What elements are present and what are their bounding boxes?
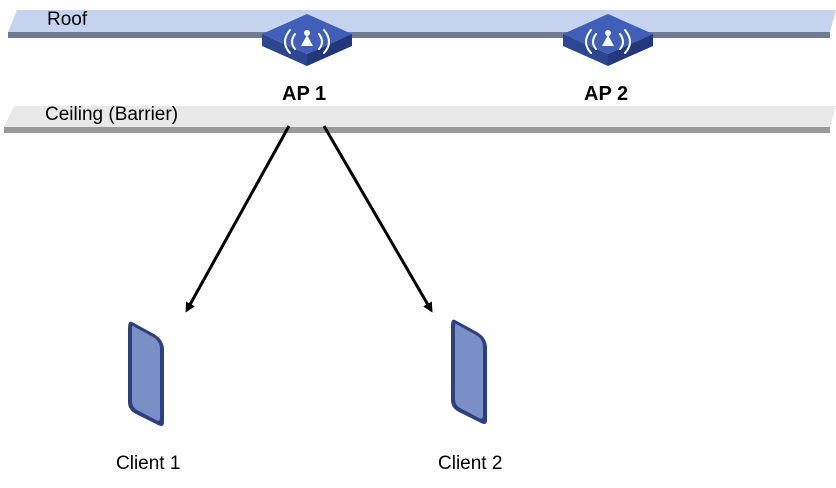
wireless-access-point-icon bbox=[563, 14, 653, 66]
ap2-device[interactable] bbox=[563, 14, 653, 66]
signal-arrow-client1 bbox=[185, 125, 291, 313]
ceiling-label: Ceiling (Barrier) bbox=[45, 104, 179, 125]
client1-label: Client 1 bbox=[116, 453, 181, 474]
ap1-device[interactable] bbox=[262, 14, 352, 66]
smartphone-icon bbox=[451, 319, 487, 424]
ceiling-plane bbox=[4, 106, 836, 133]
roof-plane bbox=[8, 10, 836, 38]
signal-arrow-client2 bbox=[322, 125, 433, 313]
wireless-access-point-icon bbox=[262, 14, 352, 66]
ap2-label: AP 2 bbox=[584, 83, 629, 105]
client2-device[interactable] bbox=[451, 319, 487, 424]
smartphone-icon bbox=[128, 321, 164, 426]
roof-label: Roof bbox=[47, 9, 88, 30]
ap1-label: AP 1 bbox=[282, 83, 327, 105]
client1-device[interactable] bbox=[128, 321, 164, 426]
client2-label: Client 2 bbox=[438, 453, 503, 474]
